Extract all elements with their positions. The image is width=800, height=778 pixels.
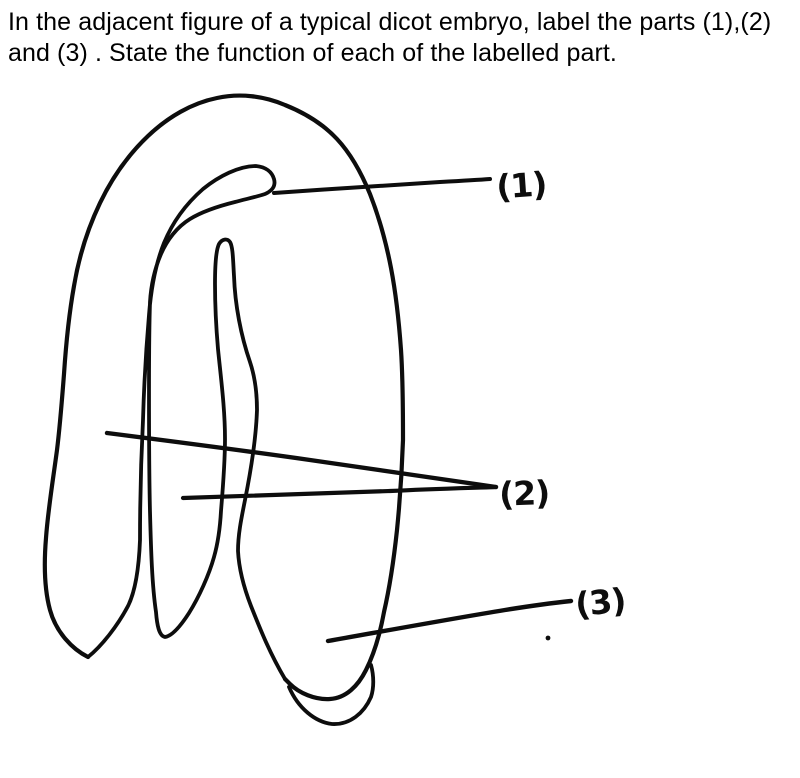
question-line-1: In the adjacent figure of a typical dico… (8, 8, 772, 36)
leader-line-1 (272, 177, 492, 195)
leader-line-2-upper (104, 430, 499, 490)
figure-label-2: (2) (498, 473, 549, 514)
question-text: In the adjacent figure of a typical dico… (8, 7, 800, 69)
figure-label-3: (3) (573, 580, 627, 624)
leader-line-2-lower (180, 484, 499, 501)
cotyledon-and-plumule-inner-line (86, 164, 287, 681)
figure-label-1: (1) (495, 164, 548, 206)
ink-speck (545, 635, 551, 641)
embryo-drawing (42, 93, 574, 726)
leader-line-3 (325, 598, 574, 644)
question-line-2: and (3) . State the function of each of … (8, 39, 617, 67)
embryo-outer-outline (42, 93, 406, 702)
radicle-cap-arc (287, 663, 376, 726)
